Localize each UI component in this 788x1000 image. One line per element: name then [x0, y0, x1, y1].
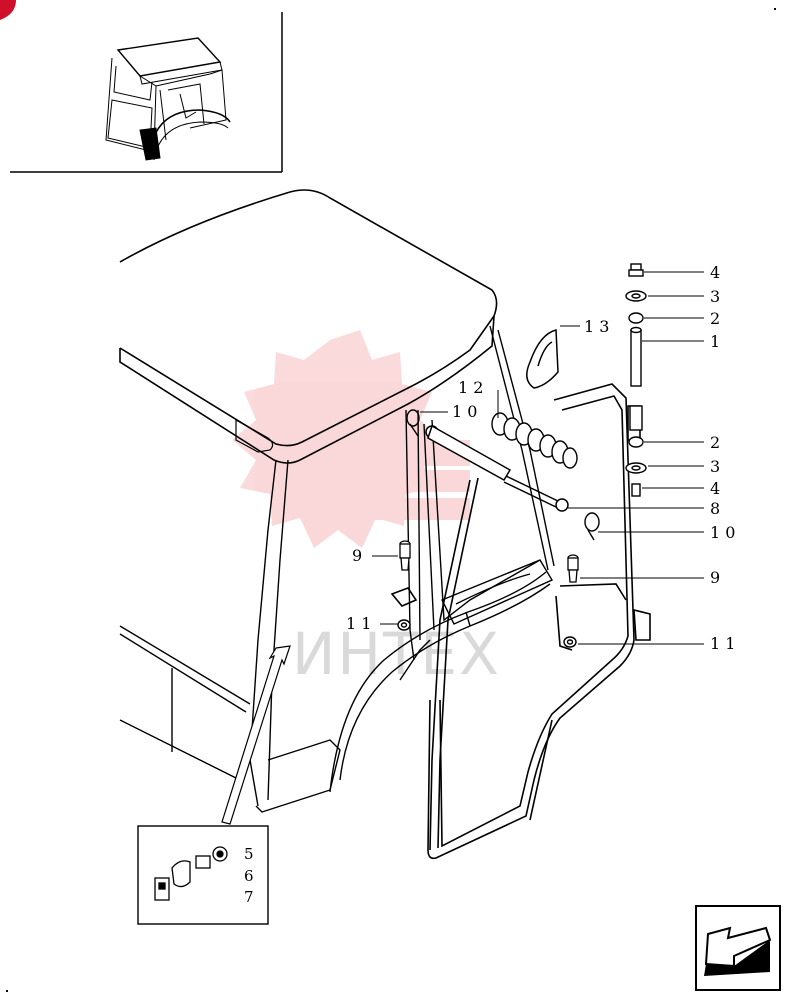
detail-hinge-pin — [154, 846, 228, 901]
callout-1: 1 — [710, 332, 720, 351]
callout-5: 5 — [244, 845, 254, 863]
watermark-text: ИНТЕХ — [292, 620, 501, 688]
rubber-boot — [491, 412, 578, 469]
cab-roof — [119, 189, 498, 464]
callout-2-lower: 2 — [710, 433, 720, 452]
callout-6: 6 — [244, 867, 254, 885]
callout-4-top: 4 — [710, 263, 720, 282]
callout-10-upper: 1 0 — [452, 402, 477, 421]
callout-3-top: 3 — [710, 287, 720, 306]
next-page-button[interactable] — [695, 905, 781, 991]
detail-arrow — [221, 645, 291, 825]
spring-clip-upper — [406, 409, 420, 437]
nut-right — [563, 636, 577, 648]
callout-9-right: 9 — [710, 568, 720, 587]
callout-3-lower: 3 — [710, 457, 720, 476]
bolt-left — [399, 540, 411, 571]
hinge-pin-stack — [625, 263, 647, 497]
callout-7: 7 — [244, 888, 254, 906]
thumbnail-inset — [10, 12, 283, 173]
clip-part — [526, 329, 559, 389]
cab-frame — [119, 325, 555, 813]
cab-door — [390, 383, 651, 860]
spring-clip-right — [584, 512, 600, 541]
callout-2-top: 2 — [710, 309, 720, 328]
callout-9-left: 9 — [352, 546, 362, 565]
callout-10-right: 1 0 — [710, 523, 735, 542]
bolt-right — [567, 554, 579, 583]
callout-8: 8 — [710, 499, 720, 518]
callout-4-lower: 4 — [710, 479, 720, 498]
corner-badge — [0, 0, 16, 20]
gas-strut — [425, 424, 569, 512]
nut-left — [397, 619, 411, 631]
callout-11-right: 1 1 — [710, 634, 735, 653]
detail-inset: 5 6 7 — [137, 645, 291, 925]
callout-13: 1 3 — [584, 317, 609, 336]
corner-dot-tr — [774, 8, 776, 10]
callout-12: 1 2 — [458, 378, 483, 397]
callout-11-left: 1 1 — [346, 614, 371, 633]
leader-lines — [168, 271, 704, 897]
corner-dot-bl — [6, 990, 8, 992]
callout-labels: 4 3 2 1 1 3 1 2 1 0 2 3 4 8 1 0 9 9 1 1 … — [346, 263, 735, 653]
